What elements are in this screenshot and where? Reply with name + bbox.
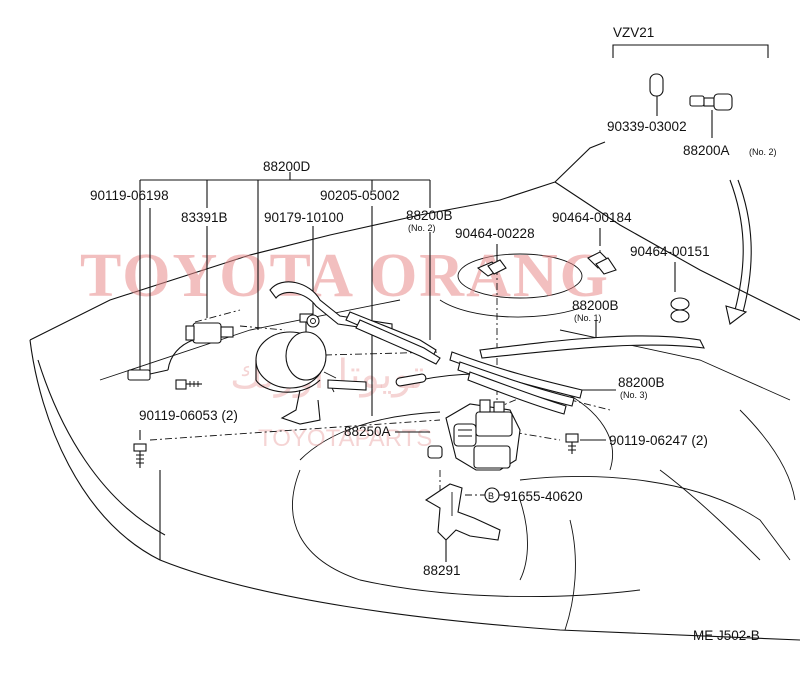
straight-hose-part	[649, 73, 664, 116]
vsv-assembly-part	[427, 399, 521, 471]
label-90464-00228: 90464-00228	[455, 226, 535, 241]
bracket-part	[424, 483, 501, 541]
bolt-part	[175, 379, 202, 390]
label-88200b-low-sub: (No. 3)	[620, 390, 648, 400]
label-90464-00151: 90464-00151	[630, 244, 710, 259]
label-90119-06247: 90119-06247 (2)	[609, 433, 708, 448]
label-88200b-top-sub: (No. 2)	[408, 223, 436, 233]
connector-plug	[127, 369, 151, 381]
label-83391b: 83391B	[181, 210, 228, 225]
label-88200a: 88200A	[683, 143, 730, 158]
watermark-main: TOYOTA ORANG	[80, 242, 610, 310]
label-88200b-low: 88200B	[618, 375, 665, 390]
label-90179-10100: 90179-10100	[264, 210, 344, 225]
bolt-90119-06247	[565, 433, 579, 454]
clip-90464-00228	[476, 259, 507, 277]
vsv-valve-part	[689, 93, 733, 138]
label-90119-06053: 90119-06053 (2)	[139, 408, 238, 423]
marker-b: B	[484, 487, 500, 503]
label-91655-40620: 91655-40620	[503, 489, 583, 504]
label-90119-06198: 90119-06198	[90, 188, 169, 203]
arrow-head	[725, 305, 748, 325]
label-88291: 88291	[423, 563, 461, 578]
label-88250a: 88250A	[344, 424, 391, 439]
label-88200a-sub: (No. 2)	[749, 147, 777, 157]
label-88200d: 88200D	[263, 159, 311, 174]
figure-code: ME J502-B	[693, 628, 760, 643]
label-88200b-mid-sub: (No. 1)	[574, 313, 602, 323]
label-88200b-mid: 88200B	[572, 298, 619, 313]
charcoal-canister-part	[255, 313, 337, 425]
hoses	[269, 281, 705, 415]
vsv-solenoid-part	[127, 322, 234, 390]
variant-label: VZV21	[613, 25, 654, 40]
label-90339-03002: 90339-03002	[607, 119, 687, 134]
vzv21-parts	[649, 73, 752, 325]
label-90205-05002: 90205-05002	[320, 188, 400, 203]
clip-90464-00151	[670, 297, 690, 323]
clip-90464-00184	[587, 251, 617, 275]
bolt-90119-06198	[133, 443, 147, 468]
part-labels: 90339-03002 88200A (No. 2) 88200D 90119-…	[90, 119, 777, 643]
clamp-part	[306, 314, 320, 328]
vehicle-body-outline	[29, 141, 800, 641]
watermark-small: TOYOTAPARTS	[258, 425, 432, 452]
label-88200b-top: 88200B	[406, 208, 453, 223]
label-90464-00184: 90464-00184	[552, 210, 632, 225]
variant-bracket: VZV21	[612, 25, 769, 58]
hose-clips	[476, 251, 690, 323]
marker-b-label: B	[488, 491, 494, 501]
